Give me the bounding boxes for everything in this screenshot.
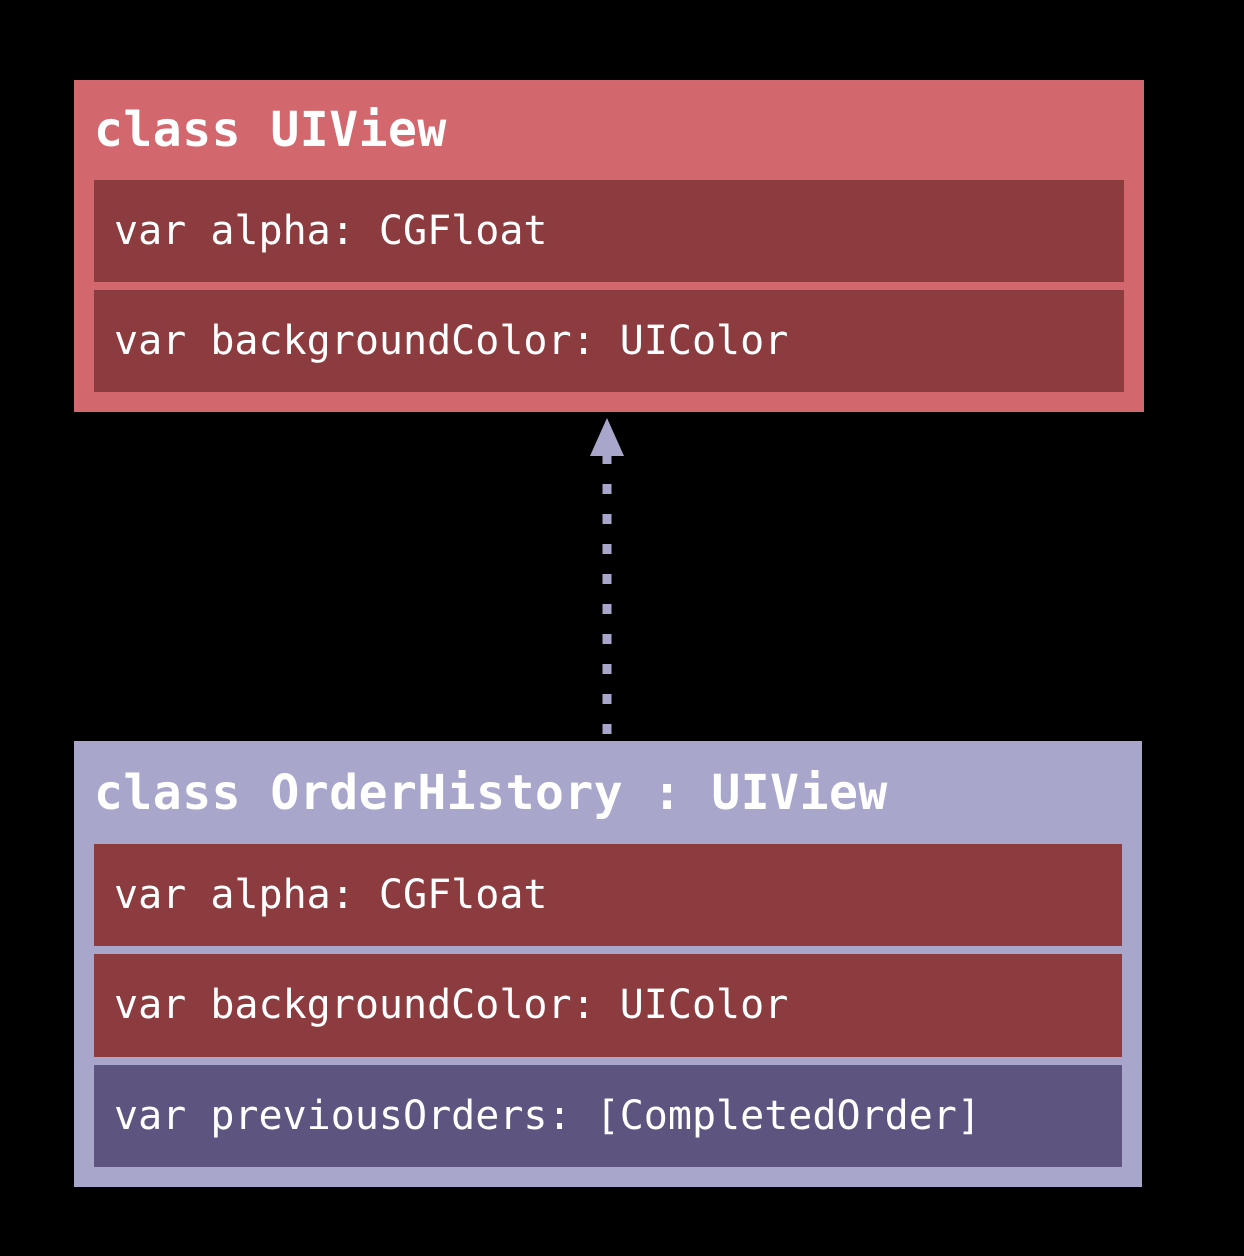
class-card-uiview[interactable]: class UIView var alpha: CGFloat var back… bbox=[74, 80, 1144, 412]
arrowhead-triangle-icon bbox=[590, 418, 624, 456]
class-title-uiview: class UIView bbox=[94, 102, 447, 158]
member-row[interactable]: var alpha: CGFloat bbox=[94, 180, 1124, 282]
member-list-orderhistory: var alpha: CGFloat var backgroundColor: … bbox=[74, 844, 1142, 1187]
class-card-orderhistory[interactable]: class OrderHistory : UIView var alpha: C… bbox=[74, 741, 1142, 1187]
class-title-orderhistory: class OrderHistory : UIView bbox=[94, 764, 888, 821]
member-row[interactable]: var previousOrders: [CompletedOrder] bbox=[94, 1064, 1122, 1167]
member-row[interactable]: var backgroundColor: UIColor bbox=[94, 954, 1122, 1057]
inheritance-arrow bbox=[586, 412, 628, 744]
member-row[interactable]: var alpha: CGFloat bbox=[94, 844, 1122, 947]
member-row[interactable]: var backgroundColor: UIColor bbox=[94, 290, 1124, 392]
inheritance-arrow-svg bbox=[590, 418, 624, 744]
member-list-uiview: var alpha: CGFloat var backgroundColor: … bbox=[74, 180, 1144, 412]
